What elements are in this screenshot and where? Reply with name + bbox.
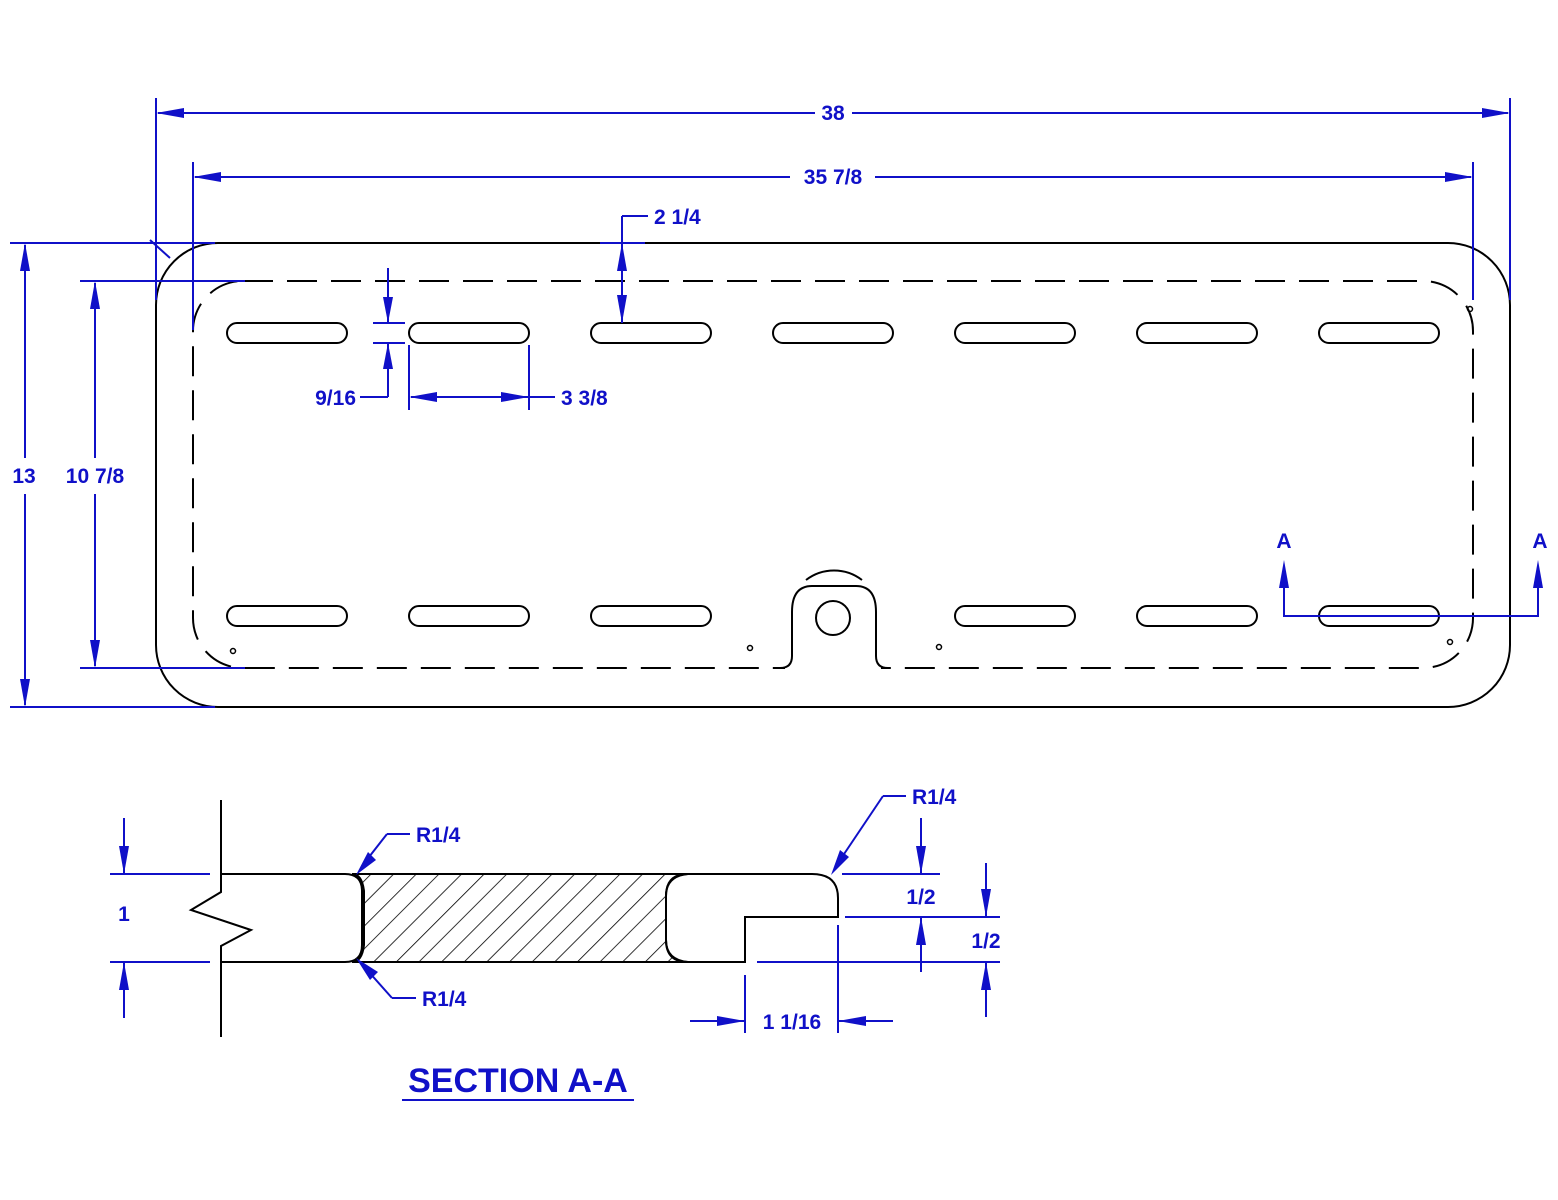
section-left-body xyxy=(221,873,363,963)
dimension-lip-height: 1/2 xyxy=(757,818,1000,972)
slot xyxy=(408,322,530,344)
slot xyxy=(226,605,348,627)
slot xyxy=(772,322,894,344)
slot xyxy=(1136,322,1258,344)
small-hole xyxy=(1446,638,1454,646)
top-slot-row xyxy=(226,322,1440,344)
small-hole xyxy=(229,647,237,655)
dim-label-inner-length: 35 7/8 xyxy=(804,166,863,189)
dim-label-overall-width: 13 xyxy=(12,465,35,488)
mounting-hole xyxy=(815,600,851,636)
radius-callout-top-right: R1/4 xyxy=(831,786,957,875)
slot xyxy=(408,605,530,627)
break-line xyxy=(188,874,254,962)
section-hatch xyxy=(351,873,689,963)
slot xyxy=(954,605,1076,627)
bottom-slot-row xyxy=(226,605,1440,627)
radius-label-bottom-left: R1/4 xyxy=(422,988,467,1011)
panel-outline xyxy=(155,242,1511,708)
dim-label-slot-width: 9/16 xyxy=(315,387,356,410)
dimension-slot-offset: 2 1/4 xyxy=(600,206,701,323)
radius-label-top-right: R1/4 xyxy=(912,786,957,809)
section-title: SECTION A-A xyxy=(408,1062,628,1100)
dimension-step-height: 1/2 xyxy=(971,863,1001,1017)
dimension-overall-width: 13 xyxy=(10,242,215,708)
section-view: 1 R1/4 R1/4 R1/4 xyxy=(110,786,1001,1101)
dimension-inner-length: 35 7/8 xyxy=(192,162,1474,330)
slot xyxy=(590,605,712,627)
dim-label-inner-width: 10 7/8 xyxy=(66,465,125,488)
section-cut-label-left: A xyxy=(1276,530,1291,553)
inner-hidden-outline xyxy=(192,280,1474,669)
section-right-body xyxy=(665,873,839,963)
slot xyxy=(226,322,348,344)
dim-label-lip-width: 1 1/16 xyxy=(763,1011,821,1034)
radius-callout-bottom-left: R1/4 xyxy=(356,958,467,1011)
slot xyxy=(1136,605,1258,627)
mounting-tab xyxy=(779,569,889,676)
slot xyxy=(1318,322,1440,344)
slot xyxy=(590,322,712,344)
dimension-slot-length: 3 3/8 xyxy=(408,345,608,410)
section-cut-label-right: A xyxy=(1532,530,1547,553)
dimension-lip-width: 1 1/16 xyxy=(690,925,893,1034)
dim-label-overall-length: 38 xyxy=(821,102,845,125)
radius-label-top-left: R1/4 xyxy=(416,824,461,847)
dim-label-thickness: 1 xyxy=(118,903,130,926)
dimension-overall-length: 38 xyxy=(149,98,1511,300)
dimension-thickness: 1 xyxy=(110,818,210,1018)
small-hole xyxy=(746,644,754,652)
dim-label-step-height: 1/2 xyxy=(971,930,1000,953)
radius-callout-top-left: R1/4 xyxy=(356,824,461,875)
slot xyxy=(954,322,1076,344)
small-hole xyxy=(935,643,943,651)
dimension-inner-width: 10 7/8 xyxy=(66,280,245,669)
plan-view: 38 35 7/8 2 1/4 xyxy=(10,98,1548,708)
dim-label-slot-offset: 2 1/4 xyxy=(654,206,701,229)
dim-label-lip-height: 1/2 xyxy=(906,886,935,909)
section-cut-line: A A xyxy=(1276,530,1548,617)
dimension-slot-width: 9/16 xyxy=(315,268,405,410)
dim-label-slot-length: 3 3/8 xyxy=(561,387,608,410)
small-hole xyxy=(1466,305,1474,313)
